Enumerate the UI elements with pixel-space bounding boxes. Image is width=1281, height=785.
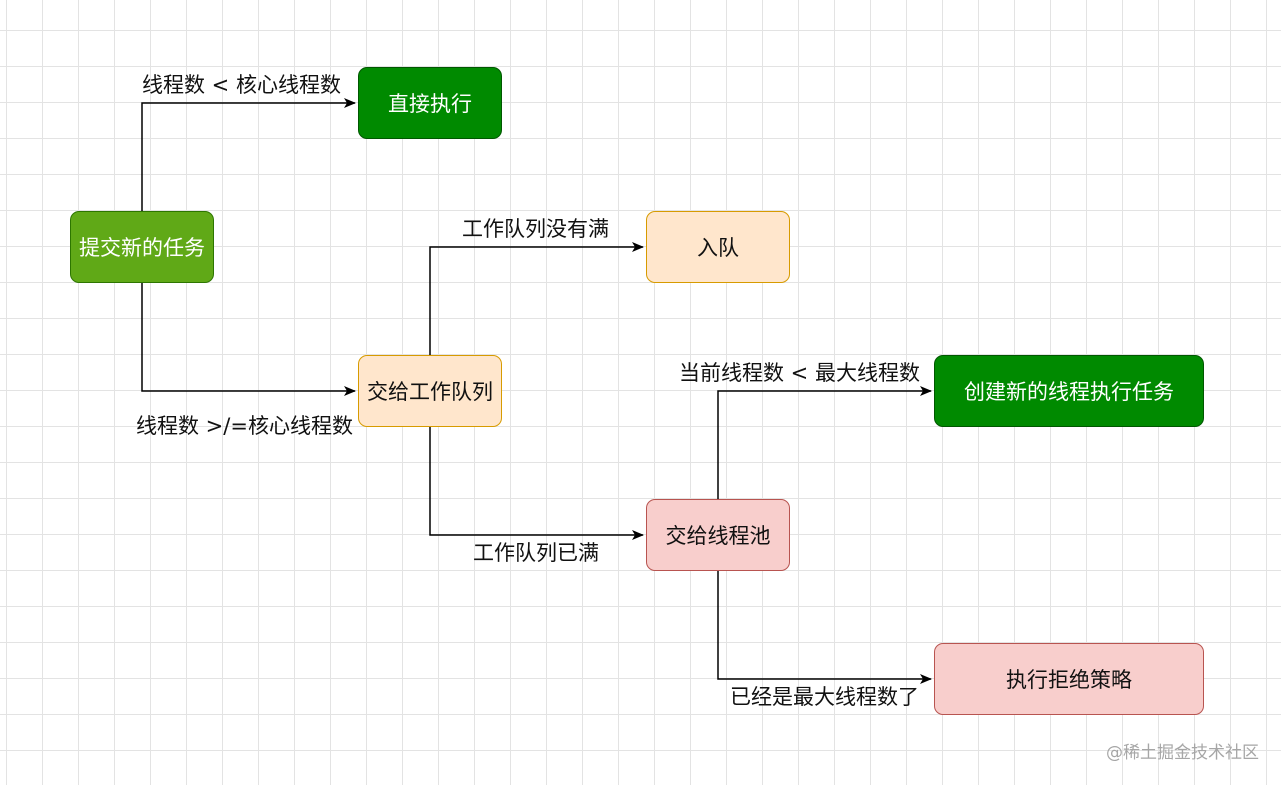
edge-queue-to-enqueue — [429, 242, 644, 355]
edge-label-lt-max: 当前线程数 < 最大线程数 — [679, 361, 920, 385]
node-create-thread[interactable]: 创建新的线程执行任务 — [934, 355, 1204, 427]
edge-pool-to-create — [717, 386, 932, 499]
edge-label-at-max: 已经是最大线程数了 — [730, 685, 919, 709]
edge-label-queue-not-full: 工作队列没有满 — [462, 217, 609, 241]
watermark: @稀土掘金技术社区 — [1106, 743, 1259, 763]
node-hand-to-queue[interactable]: 交给工作队列 — [358, 355, 502, 427]
node-execute-directly[interactable]: 直接执行 — [358, 67, 502, 139]
edge-label-ge-core: 线程数 >/=核心线程数 — [136, 414, 353, 438]
edge-queue-to-pool — [429, 427, 644, 540]
edge-submit-to-execute — [141, 98, 356, 211]
node-enqueue[interactable]: 入队 — [646, 211, 790, 283]
edge-submit-to-queue — [141, 283, 356, 396]
edge-pool-to-reject — [717, 571, 932, 684]
edge-label-queue-full: 工作队列已满 — [473, 541, 599, 565]
node-hand-to-pool[interactable]: 交给线程池 — [646, 499, 790, 571]
node-submit-task[interactable]: 提交新的任务 — [70, 211, 214, 283]
node-reject-policy[interactable]: 执行拒绝策略 — [934, 643, 1204, 715]
edge-label-lt-core: 线程数 < 核心线程数 — [142, 73, 341, 97]
